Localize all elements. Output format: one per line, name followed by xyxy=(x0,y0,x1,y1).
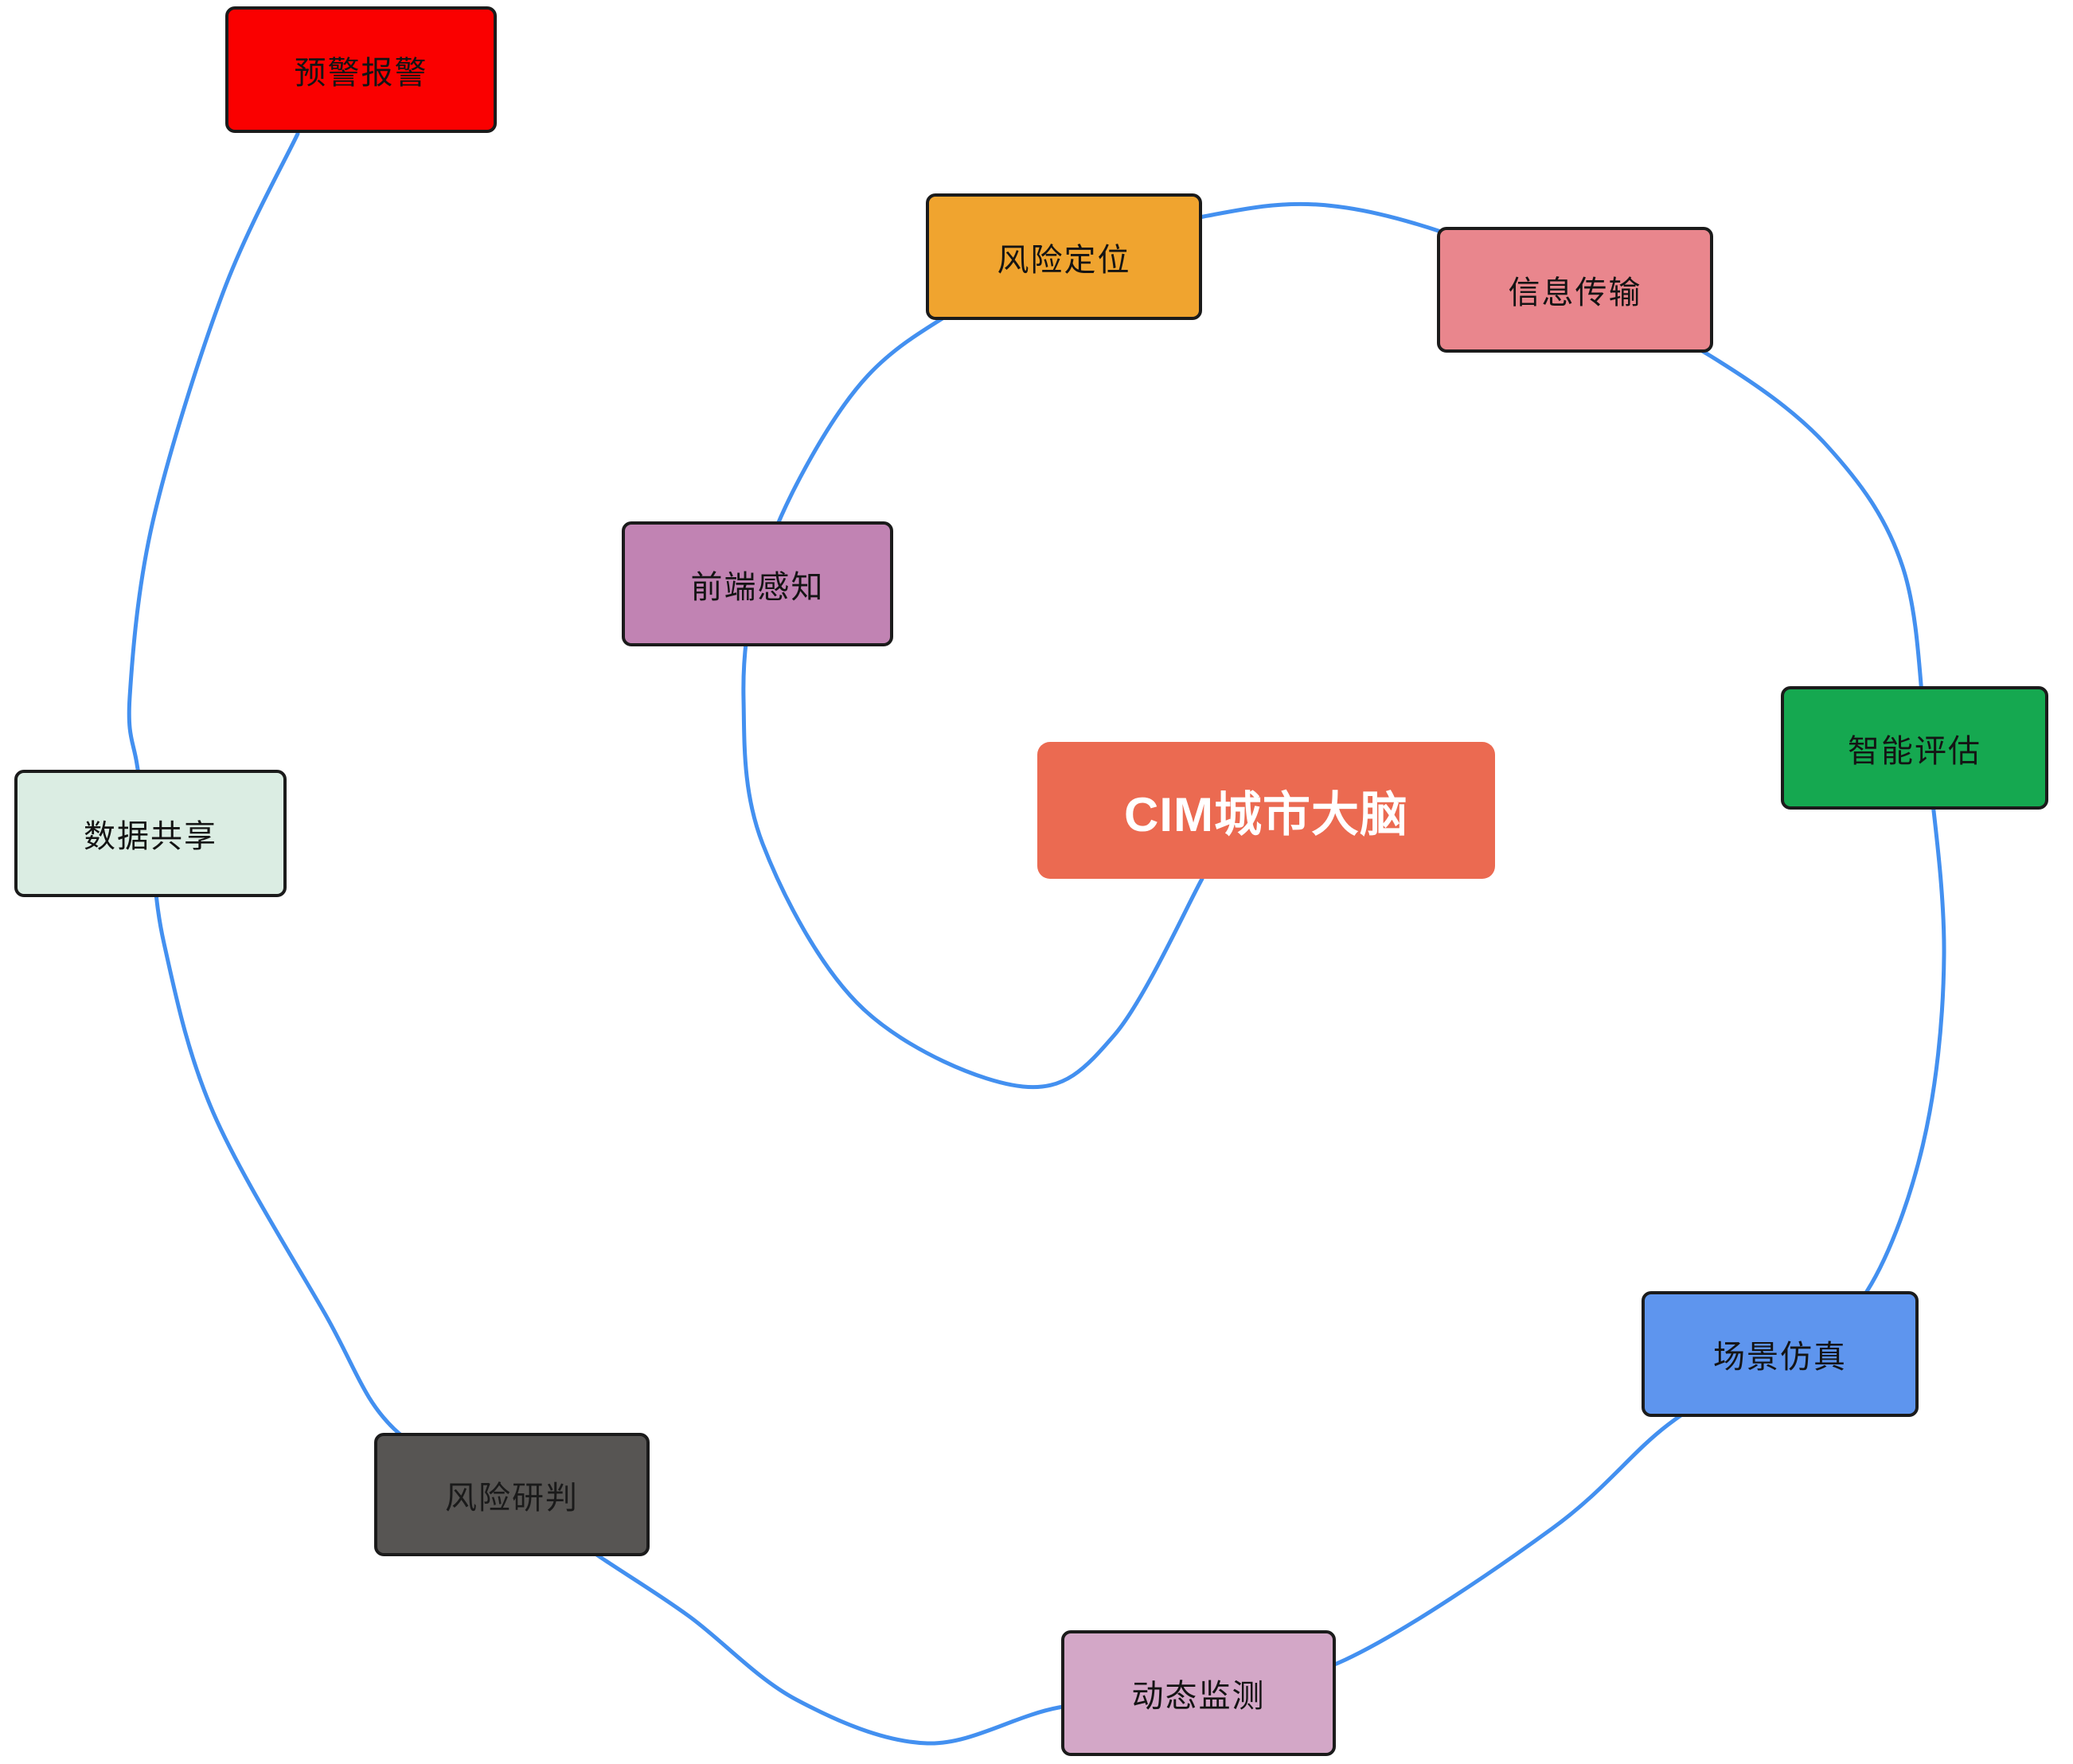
node-risk-locating[interactable]: 风险定位 xyxy=(926,193,1202,320)
node-label: 场景仿真 xyxy=(1713,1340,1847,1375)
node-info-transmission[interactable]: 信息传输 xyxy=(1437,227,1713,353)
node-warning-alarm[interactable]: 预警报警 xyxy=(225,6,497,133)
spiral-connector-path xyxy=(127,131,1946,1746)
node-label: 信息传输 xyxy=(1508,275,1642,310)
node-dynamic-monitoring[interactable]: 动态监测 xyxy=(1061,1630,1336,1756)
node-label: 预警报警 xyxy=(294,55,428,91)
node-label: 风险研判 xyxy=(445,1480,579,1516)
node-label: CIM城市大脑 xyxy=(1124,787,1408,841)
node-data-sharing[interactable]: 数据共享 xyxy=(14,770,287,897)
node-front-end-sensing[interactable]: 前端感知 xyxy=(622,521,893,646)
node-scene-simulation[interactable]: 场景仿真 xyxy=(1642,1291,1919,1417)
node-risk-analysis[interactable]: 风险研判 xyxy=(374,1433,650,1556)
node-label: 风险定位 xyxy=(997,242,1131,278)
node-label: 数据共享 xyxy=(84,819,217,854)
node-label: 动态监测 xyxy=(1131,1679,1266,1714)
node-label: 前端感知 xyxy=(690,569,825,605)
node-cim-city-brain[interactable]: CIM城市大脑 xyxy=(1037,742,1495,879)
node-intelligent-assessment[interactable]: 智能评估 xyxy=(1781,686,2048,810)
node-label: 智能评估 xyxy=(1848,733,1981,769)
